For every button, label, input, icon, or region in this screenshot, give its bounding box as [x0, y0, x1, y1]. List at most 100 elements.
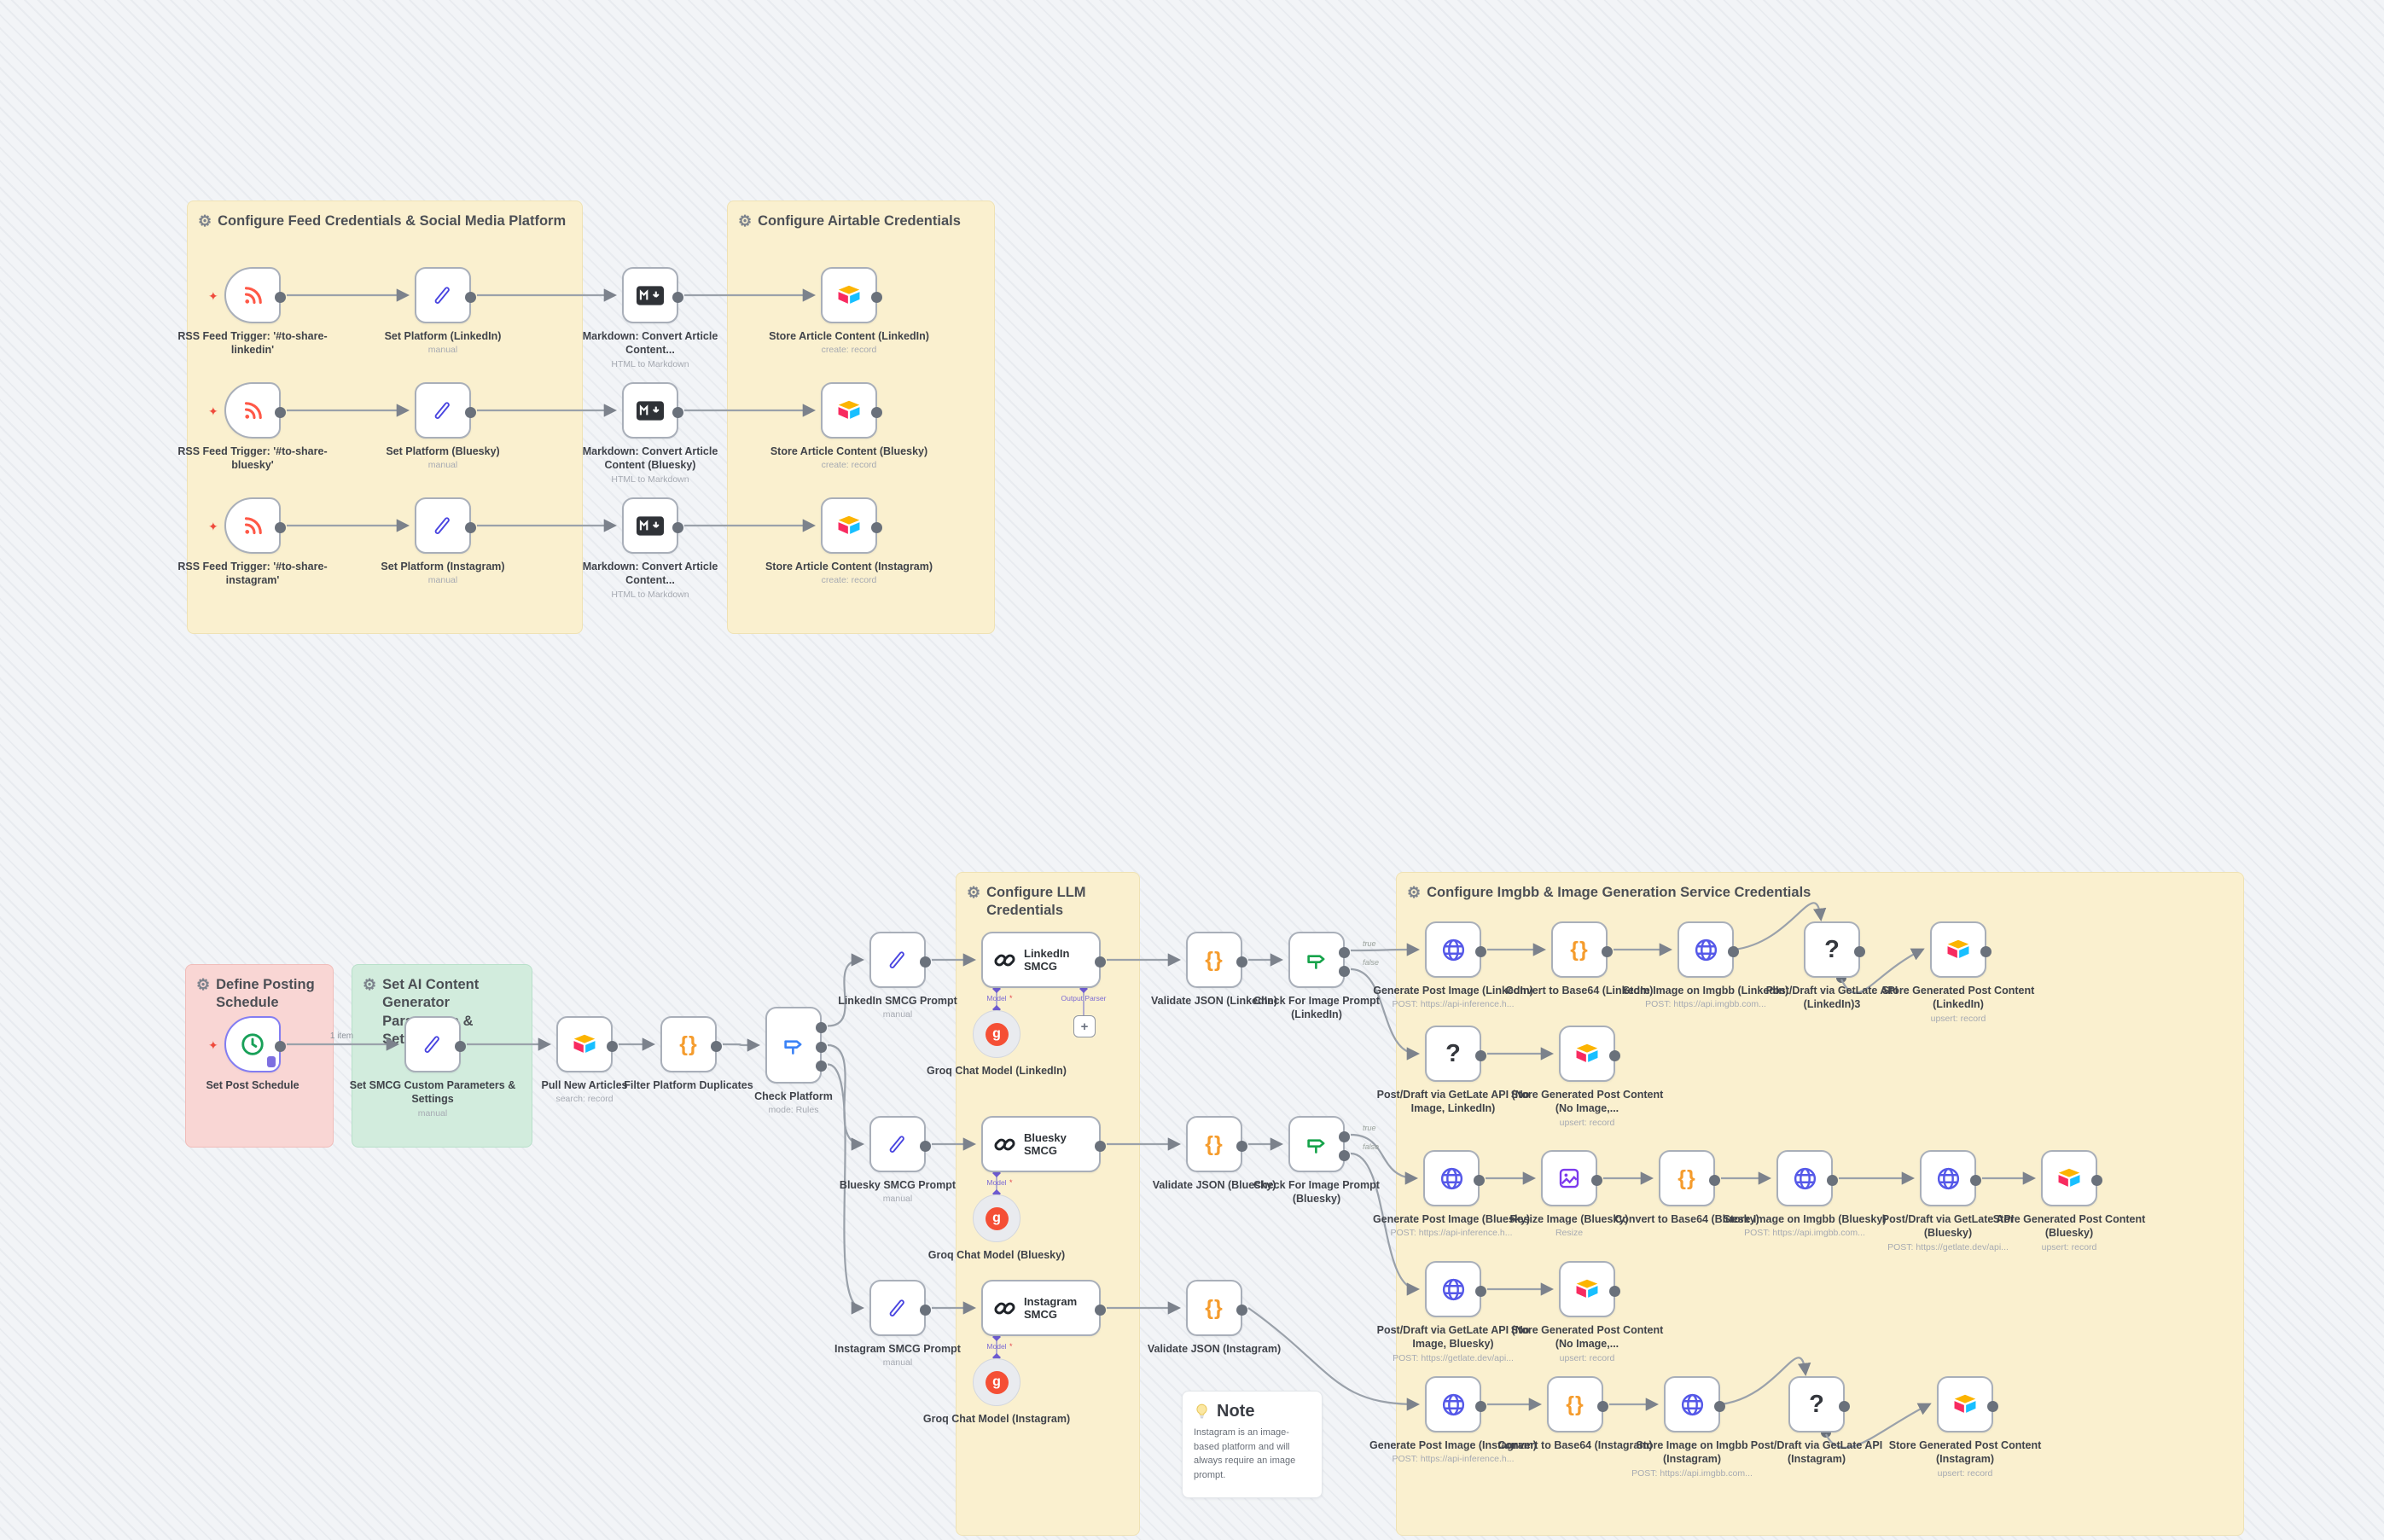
node-getlate-li[interactable]: ? [1804, 921, 1865, 978]
node-groq-bs[interactable]: g [973, 1194, 1020, 1242]
node-imgbb-bs[interactable] [1776, 1150, 1838, 1206]
node-gpi-bs[interactable] [1423, 1150, 1485, 1206]
node-imgbb-li[interactable] [1678, 921, 1739, 978]
output-port[interactable] [672, 291, 683, 303]
output-port[interactable] [1236, 1304, 1247, 1316]
output-port[interactable] [2090, 1174, 2102, 1186]
output-port[interactable] [870, 521, 882, 533]
node-md-ig[interactable] [622, 497, 683, 554]
node-rss-li[interactable]: ✦ [208, 267, 286, 323]
node-set-ig[interactable] [415, 497, 476, 554]
output-port[interactable] [870, 406, 882, 418]
output-port[interactable] [1094, 1304, 1106, 1316]
output-port[interactable] [1474, 945, 1486, 957]
node-check-platform[interactable] [765, 1007, 827, 1084]
output-port[interactable] [1236, 1140, 1247, 1152]
output-port[interactable] [1838, 1400, 1850, 1412]
output-port[interactable] [464, 291, 476, 303]
node-filter-dupes[interactable]: {} [660, 1016, 722, 1072]
node-c2b64-bs[interactable]: {} [1659, 1150, 1720, 1206]
node-c2b64-ig[interactable]: {} [1547, 1376, 1608, 1432]
node-ig-smcg[interactable]: Instagram SMCG [981, 1280, 1106, 1336]
node-getlate-bs[interactable] [1920, 1150, 1981, 1206]
output-port[interactable] [274, 1040, 286, 1052]
node-storegen-noimg-li[interactable] [1559, 1026, 1620, 1082]
node-set-li[interactable] [415, 267, 476, 323]
node-set-smcg[interactable] [404, 1016, 466, 1072]
output-port[interactable] [1853, 945, 1865, 957]
node-groq-li[interactable]: g [973, 1010, 1020, 1058]
node-rss-bs[interactable]: ✦ [208, 382, 286, 439]
node-bs-prompt[interactable] [869, 1116, 931, 1172]
node-storegen-bs[interactable] [2041, 1150, 2102, 1206]
output-port[interactable] [464, 521, 476, 533]
output-port[interactable] [1608, 1049, 1620, 1061]
output-port[interactable] [1986, 1400, 1998, 1412]
output-port[interactable] [1236, 956, 1247, 968]
node-storegen-li[interactable] [1930, 921, 1992, 978]
output-port[interactable] [1969, 1174, 1981, 1186]
output-port[interactable] [1727, 945, 1739, 957]
node-c2b64-li[interactable]: {} [1551, 921, 1613, 978]
node-md-bs[interactable] [622, 382, 683, 439]
output-port[interactable] [1094, 1140, 1106, 1152]
node-getlate-noimg-bs[interactable] [1425, 1261, 1486, 1317]
output-port[interactable] [274, 406, 286, 418]
node-cfip-li[interactable] [1288, 932, 1350, 988]
node-vj-ig[interactable]: {} [1186, 1280, 1247, 1336]
output-port[interactable] [815, 1061, 827, 1072]
node-vj-bs[interactable]: {} [1186, 1116, 1247, 1172]
node-store-bs[interactable] [821, 382, 882, 439]
node-getlate-noimg-li[interactable]: ? [1425, 1026, 1486, 1082]
output-port[interactable] [606, 1040, 618, 1052]
output-port[interactable] [1338, 946, 1350, 958]
output-port[interactable] [1338, 965, 1350, 977]
output-port[interactable] [1338, 1149, 1350, 1161]
output-port[interactable] [1601, 945, 1613, 957]
output-port[interactable] [919, 956, 931, 968]
output-port[interactable] [1713, 1400, 1725, 1412]
output-port[interactable] [672, 406, 683, 418]
node-resize-bs[interactable] [1541, 1150, 1602, 1206]
node-bs-smcg[interactable]: Bluesky SMCG [981, 1116, 1106, 1172]
output-port[interactable] [1473, 1174, 1485, 1186]
node-imgbb-ig[interactable] [1664, 1376, 1725, 1432]
output-port[interactable] [919, 1304, 931, 1316]
node-store-ig[interactable] [821, 497, 882, 554]
node-getlate-ig[interactable]: ? [1788, 1376, 1850, 1432]
output-port[interactable] [1826, 1174, 1838, 1186]
node-schedule[interactable]: ✦ [208, 1016, 286, 1072]
output-port[interactable] [1608, 1285, 1620, 1297]
node-vj-li[interactable]: {} [1186, 932, 1247, 988]
node-gpi-ig[interactable] [1425, 1376, 1486, 1432]
node-ig-prompt[interactable] [869, 1280, 931, 1336]
output-port[interactable] [1094, 956, 1106, 968]
node-groq-ig[interactable]: g [973, 1358, 1020, 1406]
output-port[interactable] [870, 291, 882, 303]
output-port[interactable] [464, 406, 476, 418]
output-port[interactable] [1980, 945, 1992, 957]
node-set-bs[interactable] [415, 382, 476, 439]
output-port[interactable] [1474, 1049, 1486, 1061]
node-cfip-bs[interactable] [1288, 1116, 1350, 1172]
output-port[interactable] [672, 521, 683, 533]
node-storegen-noimg-bs[interactable] [1559, 1261, 1620, 1317]
output-port[interactable] [1474, 1400, 1486, 1412]
node-storegen-ig[interactable] [1937, 1376, 1998, 1432]
node-store-li[interactable] [821, 267, 882, 323]
add-output-parser-button[interactable]: + [1073, 1015, 1096, 1037]
output-port[interactable] [710, 1040, 722, 1052]
output-port[interactable] [274, 521, 286, 533]
output-port[interactable] [274, 291, 286, 303]
node-li-prompt[interactable] [869, 932, 931, 988]
output-port[interactable] [919, 1140, 931, 1152]
output-port[interactable] [1338, 1130, 1350, 1142]
output-port[interactable] [1474, 1285, 1486, 1297]
node-gpi-li[interactable] [1425, 921, 1486, 978]
output-port[interactable] [1590, 1174, 1602, 1186]
output-port[interactable] [1708, 1174, 1720, 1186]
output-port[interactable] [815, 1022, 827, 1033]
output-port[interactable] [815, 1041, 827, 1053]
